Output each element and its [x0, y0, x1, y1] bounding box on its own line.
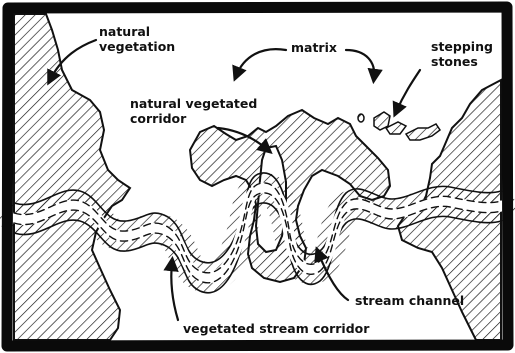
natural-vegetation-patch-left [14, 14, 130, 340]
arrow-stepping-stones [396, 70, 420, 112]
label-natural-vegetation: natural vegetation [99, 24, 175, 54]
stepping-stone [406, 124, 440, 140]
label-natural-vegetated-corridor: natural vegetated corridor [130, 96, 262, 126]
label-stepping-stones: stepping stones [431, 39, 497, 69]
stepping-stone [358, 114, 364, 122]
label-stream-channel: stream channel [355, 293, 464, 308]
arrow-matrix-left [236, 49, 286, 76]
label-vegetated-stream-corridor: vegetated stream corridor [183, 321, 370, 336]
label-matrix: matrix [291, 40, 337, 55]
arrow-matrix-right [346, 50, 374, 78]
